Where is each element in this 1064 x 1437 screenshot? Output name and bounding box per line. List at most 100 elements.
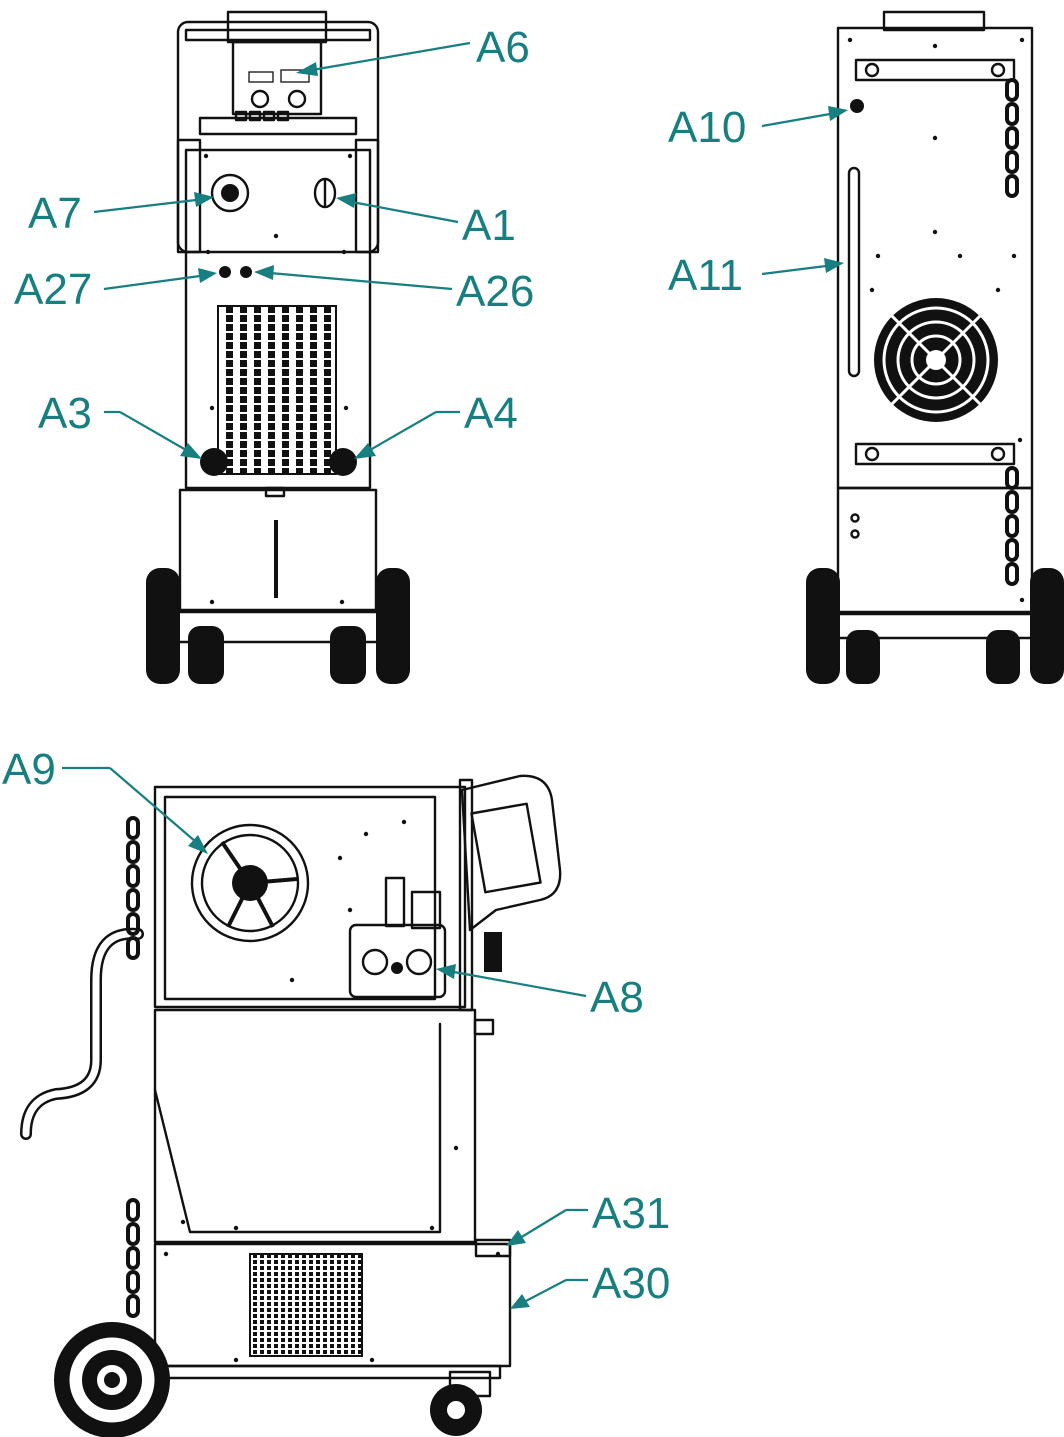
bracket-ring bbox=[864, 62, 880, 78]
front-vent-grille bbox=[217, 305, 337, 475]
screw bbox=[347, 153, 353, 159]
bracket-ring bbox=[990, 446, 1006, 462]
callout-label-a6: A6 bbox=[476, 23, 530, 72]
switch-a1 bbox=[313, 177, 337, 209]
callout-a3: A3 bbox=[38, 389, 202, 459]
callout-a10: A10 bbox=[668, 103, 848, 152]
rear-view bbox=[806, 10, 1064, 684]
callout-a8: A8 bbox=[436, 964, 644, 1022]
callout-label-a30: A30 bbox=[592, 1259, 670, 1308]
side-gas-fitting bbox=[473, 1018, 495, 1036]
callout-label-a10: A10 bbox=[668, 103, 746, 152]
front-view bbox=[146, 10, 410, 684]
side-handle bbox=[460, 774, 562, 932]
rear-caster-left bbox=[846, 630, 880, 684]
callout-a9: A9 bbox=[2, 745, 208, 854]
rear-bracket-top bbox=[854, 58, 1016, 82]
front-caster-left bbox=[188, 626, 224, 684]
connector-a7 bbox=[210, 173, 250, 213]
rear-caster-right bbox=[986, 630, 1020, 684]
callout-a27: A27 bbox=[14, 265, 217, 314]
socket-a4 bbox=[329, 448, 357, 476]
panel-button bbox=[234, 110, 248, 122]
panel-button bbox=[276, 110, 290, 122]
rear-chain bbox=[1005, 78, 1019, 586]
step-a31 bbox=[474, 1238, 512, 1258]
callout-a7: A7 bbox=[28, 189, 214, 238]
callout-label-a1: A1 bbox=[462, 201, 516, 250]
side-upper-panel bbox=[163, 795, 437, 1001]
panel-button bbox=[248, 110, 262, 122]
side-torch-connector bbox=[484, 932, 502, 972]
control-panel bbox=[231, 40, 323, 116]
callout-label-a9: A9 bbox=[2, 745, 56, 794]
side-vent-grille bbox=[249, 1253, 363, 1357]
callout-label-a4: A4 bbox=[464, 389, 518, 438]
panel-display-left bbox=[248, 71, 274, 83]
callout-a11: A11 bbox=[668, 251, 844, 300]
screw bbox=[341, 249, 347, 255]
callout-a30: A30 bbox=[510, 1259, 670, 1309]
screw bbox=[273, 233, 279, 239]
rear-lower-box bbox=[836, 486, 1034, 614]
fitting-a27 bbox=[219, 266, 231, 278]
callout-label-a27: A27 bbox=[14, 265, 92, 314]
callout-a26: A26 bbox=[254, 265, 534, 316]
callout-label-a11: A11 bbox=[668, 251, 743, 300]
socket-a3 bbox=[200, 448, 228, 476]
rear-hole bbox=[850, 529, 860, 539]
callout-label-a26: A26 bbox=[456, 267, 534, 316]
side-chain-lower bbox=[126, 1198, 140, 1318]
wire-feeder-a8 bbox=[348, 876, 447, 999]
callout-label-a3: A3 bbox=[38, 389, 92, 438]
front-wheel-right bbox=[376, 568, 410, 684]
callouts: A6 A7 A1 A27 A26 A bbox=[2, 23, 848, 1309]
wire-spool-a9 bbox=[190, 823, 310, 943]
side-middle-panel bbox=[153, 1022, 442, 1234]
bracket-ring bbox=[864, 446, 880, 462]
rear-wheel-right bbox=[1030, 568, 1064, 684]
callout-a31: A31 bbox=[506, 1189, 670, 1246]
front-lower-box bbox=[178, 488, 378, 612]
bracket-ring bbox=[990, 62, 1006, 78]
side-handle-window bbox=[470, 802, 542, 894]
fitting-a26 bbox=[240, 266, 252, 278]
panel-button bbox=[262, 110, 276, 122]
side-view bbox=[20, 774, 562, 1437]
panel-knob-left bbox=[250, 89, 270, 109]
fitting-a10 bbox=[850, 99, 864, 113]
front-top-lid bbox=[226, 10, 328, 44]
cable-a11 bbox=[847, 166, 861, 378]
callout-label-a7: A7 bbox=[28, 189, 82, 238]
rear-top-lid bbox=[882, 10, 986, 32]
side-wheel bbox=[54, 1322, 170, 1437]
front-latch bbox=[264, 486, 286, 498]
callout-a4: A4 bbox=[354, 389, 518, 459]
screw bbox=[339, 599, 345, 605]
panel-knob-right bbox=[287, 89, 307, 109]
side-upper-body bbox=[153, 785, 467, 1009]
rear-hole bbox=[850, 513, 860, 523]
screw bbox=[209, 599, 215, 605]
rear-fan bbox=[874, 298, 998, 422]
front-post-right bbox=[354, 138, 380, 254]
side-chain-upper bbox=[126, 816, 140, 960]
callout-a1: A1 bbox=[336, 193, 516, 250]
screw bbox=[343, 405, 349, 411]
front-caster-right bbox=[330, 626, 366, 684]
side-cable bbox=[20, 927, 144, 1140]
callout-a6: A6 bbox=[296, 23, 530, 76]
front-wheel-left bbox=[146, 568, 180, 684]
panel-display-right bbox=[280, 69, 310, 83]
callout-label-a8: A8 bbox=[590, 973, 644, 1022]
front-handle-bar bbox=[184, 28, 372, 42]
front-handle-frame bbox=[176, 20, 380, 254]
rear-bracket-bottom bbox=[854, 442, 1016, 466]
side-caster bbox=[430, 1370, 492, 1436]
connector-a7-core bbox=[221, 184, 239, 202]
callout-label-a31: A31 bbox=[592, 1189, 670, 1238]
screw bbox=[209, 405, 215, 411]
screw bbox=[205, 249, 211, 255]
rear-wheel-left bbox=[806, 568, 840, 684]
